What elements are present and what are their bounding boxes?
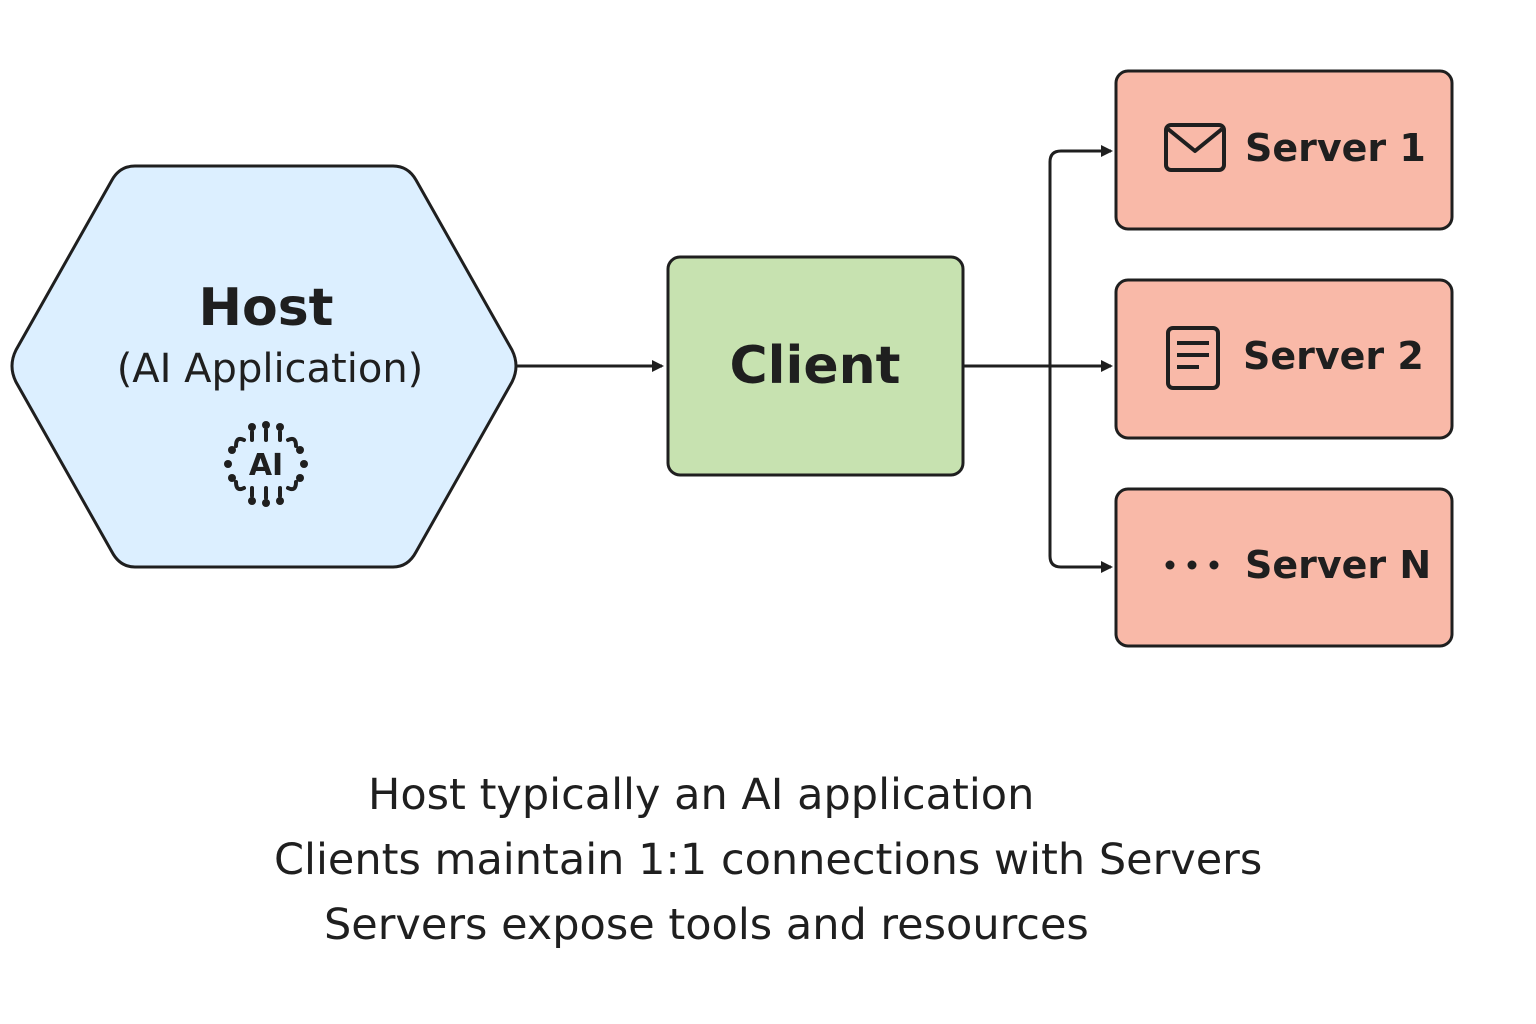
server-2-node: Server 2 xyxy=(1114,278,1454,440)
server-2-label: Server 2 xyxy=(1243,334,1424,378)
server-1-node: Server 1 xyxy=(1114,69,1454,231)
connector-vertical xyxy=(1048,149,1062,569)
server-n-label: Server N xyxy=(1245,543,1431,587)
client-label: Client xyxy=(730,336,901,396)
server-n-node: Server N xyxy=(1114,487,1454,648)
server-1-label: Server 1 xyxy=(1245,126,1426,170)
document-icon xyxy=(1166,326,1220,390)
caption-clients: Clients maintain 1:1 connections with Se… xyxy=(274,835,1263,885)
server-2-box xyxy=(1114,278,1454,440)
caption-servers: Servers expose tools and resources xyxy=(324,900,1089,950)
host-hexagon xyxy=(10,164,518,569)
envelope-icon xyxy=(1164,123,1226,172)
ai-chip-icon: AI xyxy=(224,421,308,507)
server-n-box xyxy=(1114,487,1454,648)
server-1-box xyxy=(1114,69,1454,231)
host-node: Host (AI Application) xyxy=(10,164,518,569)
host-title: Host xyxy=(198,278,333,338)
host-subtitle: (AI Application) xyxy=(117,346,424,392)
ai-chip-label: AI xyxy=(249,448,283,483)
client-node: Client xyxy=(666,255,965,477)
caption-host: Host typically an AI application xyxy=(368,770,1035,820)
ellipsis-icon xyxy=(1165,560,1219,570)
client-to-servers-connectors xyxy=(963,145,1113,573)
